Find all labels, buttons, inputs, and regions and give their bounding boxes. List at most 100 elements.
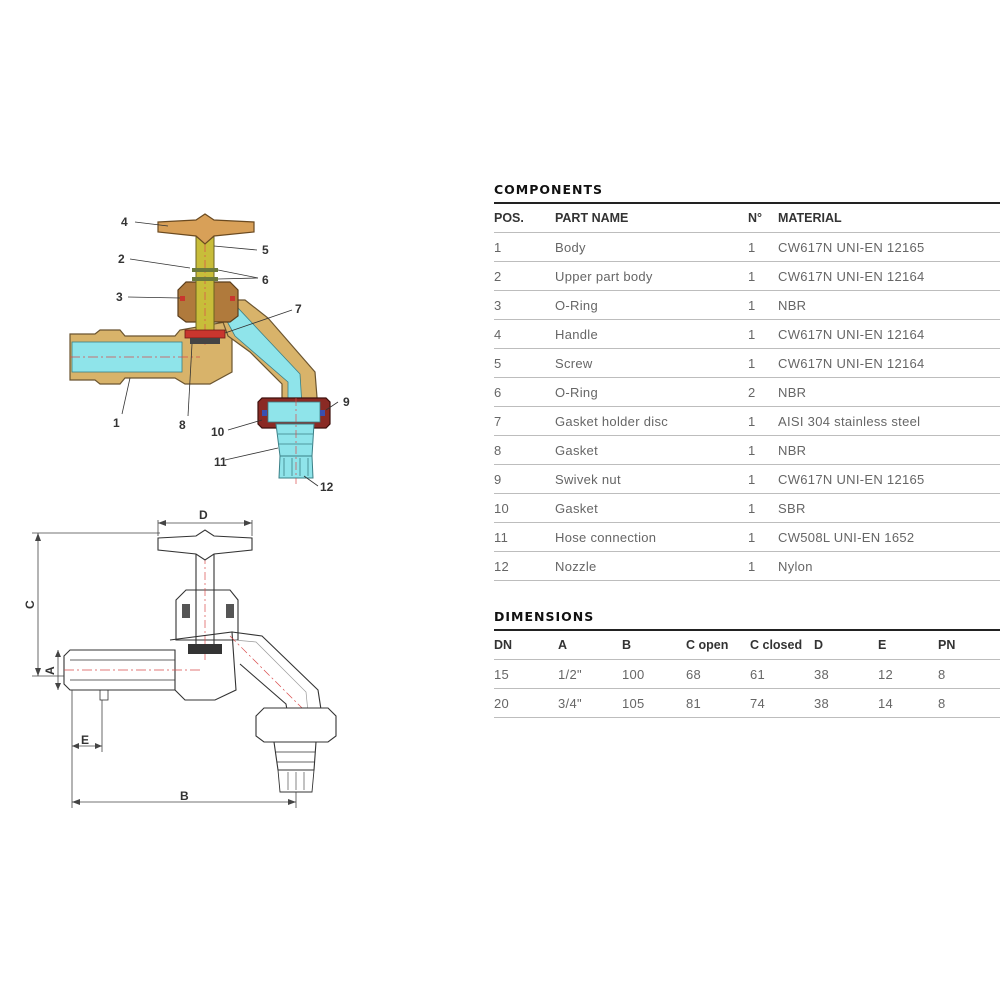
dimensions-section: DIMENSIONS DN A B C open C closed D E PN… <box>494 609 1000 718</box>
cell-material: CW508L UNI-EN 1652 <box>778 522 1000 552</box>
header-pos: POS. <box>494 204 555 233</box>
cell-part: Body <box>555 232 748 262</box>
cell-part: Gasket holder disc <box>555 406 748 436</box>
cell-material: Nylon <box>778 551 1000 581</box>
cell-qty: 1 <box>748 464 778 494</box>
cell-material: CW617N UNI-EN 12165 <box>778 232 1000 262</box>
oring-3b <box>230 296 235 301</box>
dimensions-header-row: DN A B C open C closed D E PN <box>494 631 1000 660</box>
nut-inner <box>267 401 321 423</box>
cell-material: NBR <box>778 435 1000 465</box>
cell-material: CW617N UNI-EN 12164 <box>778 261 1000 291</box>
label-7: 7 <box>295 302 302 316</box>
cutaway-drawing: 4 2 5 6 3 7 9 1 8 10 11 12 <box>69 213 350 494</box>
cell-part: Screw <box>555 348 748 378</box>
label-3: 3 <box>116 290 123 304</box>
dim-label-a: A <box>43 666 57 675</box>
cell-c-closed: 61 <box>750 659 814 689</box>
cell-qty: 2 <box>748 377 778 407</box>
cell-d: 38 <box>814 659 878 689</box>
cell-pos: 11 <box>494 522 555 552</box>
gasket-8 <box>190 338 220 344</box>
label-5: 5 <box>262 243 269 257</box>
cell-pos: 12 <box>494 551 555 581</box>
label-11: 11 <box>214 455 227 469</box>
cell-qty: 1 <box>748 406 778 436</box>
hose-connection <box>275 423 315 457</box>
dimension-drawing <box>32 520 337 808</box>
cell-part: Swivek nut <box>555 464 748 494</box>
cell-qty: 1 <box>748 435 778 465</box>
label-9: 9 <box>343 395 350 409</box>
cell-a: 1/2" <box>558 659 622 689</box>
cell-material: NBR <box>778 290 1000 320</box>
header-dn: DN <box>494 631 558 660</box>
cell-material: CW617N UNI-EN 12165 <box>778 464 1000 494</box>
cell-qty: 1 <box>748 493 778 523</box>
cell-part: Hose connection <box>555 522 748 552</box>
header-material: MATERIAL <box>778 204 1000 233</box>
dim-label-e: E <box>81 733 89 747</box>
cell-dn: 15 <box>494 659 558 689</box>
header-qty: N° <box>748 204 778 233</box>
cell-part: O-Ring <box>555 377 748 407</box>
oring-3 <box>180 296 185 301</box>
handle <box>157 213 255 245</box>
label-10: 10 <box>211 425 225 439</box>
cell-material: AISI 304 stainless steel <box>778 406 1000 436</box>
label-8: 8 <box>179 418 186 432</box>
components-header-row: POS. PART NAME N° MATERIAL <box>494 204 1000 233</box>
cell-qty: 1 <box>748 348 778 378</box>
cell-part: Upper part body <box>555 261 748 291</box>
cell-pos: 5 <box>494 348 555 378</box>
cell-qty: 1 <box>748 522 778 552</box>
cell-pos: 8 <box>494 435 555 465</box>
cell-e: 14 <box>878 688 938 718</box>
oring-blue-left <box>262 410 267 416</box>
cell-material: NBR <box>778 377 1000 407</box>
cell-part: Handle <box>555 319 748 349</box>
dim-label-b: B <box>180 789 189 803</box>
header-e: E <box>878 631 938 660</box>
dimensions-rule <box>494 629 1000 631</box>
components-title: COMPONENTS <box>494 182 604 197</box>
header-part-name: PART NAME <box>555 204 748 233</box>
cell-material: SBR <box>778 493 1000 523</box>
cell-dn: 20 <box>494 688 558 718</box>
header-a: A <box>558 631 622 660</box>
cell-c-open: 68 <box>686 659 750 689</box>
cell-a: 3/4" <box>558 688 622 718</box>
cell-pn: 8 <box>938 659 1000 689</box>
cell-part: Nozzle <box>555 551 748 581</box>
cell-qty: 1 <box>748 319 778 349</box>
cell-c-closed: 74 <box>750 688 814 718</box>
dim-label-c: C <box>23 600 37 609</box>
header-pn: PN <box>938 631 1000 660</box>
cell-pos: 6 <box>494 377 555 407</box>
label-12: 12 <box>320 480 334 494</box>
oring-6b <box>192 277 218 281</box>
cell-qty: 1 <box>748 232 778 262</box>
label-2: 2 <box>118 252 125 266</box>
cell-pos: 9 <box>494 464 555 494</box>
cell-c-open: 81 <box>686 688 750 718</box>
oring-blue-right <box>320 410 325 416</box>
header-c-open: C open <box>686 631 750 660</box>
components-rule <box>494 202 1000 204</box>
gasket-holder-disc <box>184 329 226 339</box>
